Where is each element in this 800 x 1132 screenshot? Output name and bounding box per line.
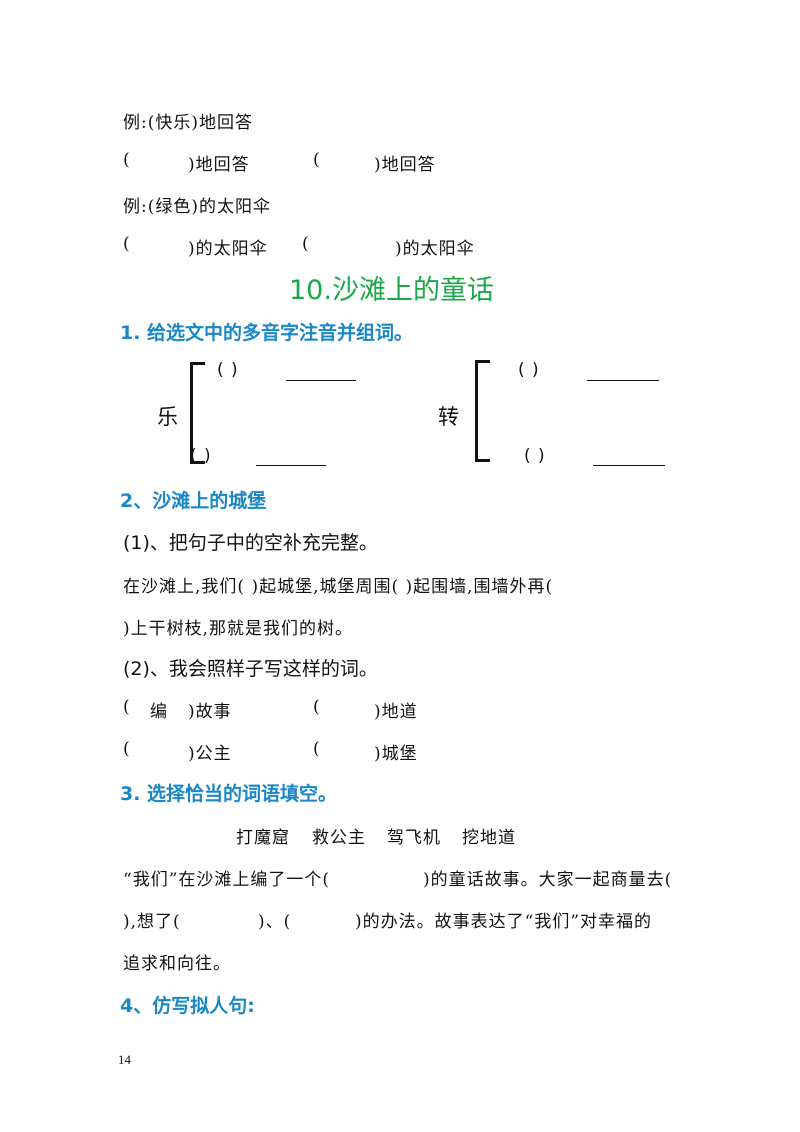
question-3-heading: 3. 选择恰当的词语填空。 — [120, 783, 338, 805]
fill-sentence: “我们”在沙滩上编了一个( — [123, 870, 331, 890]
blank-open: ( — [123, 739, 131, 759]
word-option: 驾飞机 — [387, 828, 441, 848]
blank-open: ( — [313, 150, 321, 170]
blank-open: ( — [313, 697, 321, 717]
word-option: 救公主 — [312, 828, 366, 848]
word-blank — [593, 465, 665, 466]
word-option: 挖地道 — [462, 828, 516, 848]
blank-close-text: )公主 — [188, 744, 232, 764]
fill-sentence: )、( — [258, 912, 292, 932]
blank-close-text: )的太阳伞 — [395, 239, 475, 259]
pinyin-paren: ( ) — [518, 360, 540, 380]
page-number: 14 — [118, 1052, 131, 1067]
blank-close-text: )地道 — [374, 702, 418, 722]
pinyin-paren: ( ) — [217, 360, 239, 380]
pinyin-paren: ( ) — [524, 446, 546, 466]
blank-close-text: )的太阳伞 — [188, 239, 268, 259]
blank-close-text: )故事 — [188, 702, 232, 722]
fill-sentence: 追求和向往。 — [123, 954, 231, 974]
example-line-1: 例:(快乐)地回答 — [123, 113, 253, 133]
fill-sentence: )的童话故事。大家一起商量去( — [423, 870, 673, 890]
word-blank — [587, 380, 659, 381]
polyphone-char-1: 乐 — [157, 405, 178, 429]
blank-open: ( — [313, 739, 321, 759]
brace-left-1 — [190, 362, 205, 464]
word-option: 打魔窟 — [236, 828, 290, 848]
question-1-heading: 1. 给选文中的多音字注音并组词。 — [120, 322, 414, 344]
blank-open: ( — [123, 150, 131, 170]
brace-left-2 — [475, 360, 490, 462]
blank-close-text: )地回答 — [374, 155, 436, 175]
polyphone-char-2: 转 — [438, 405, 459, 429]
word-blank — [256, 465, 326, 466]
blank-close-text: )城堡 — [374, 744, 418, 764]
subquestion-2: (2)、我会照样子写这样的词。 — [123, 658, 378, 680]
question-4-heading: 4、仿写拟人句: — [120, 995, 255, 1017]
sentence-line: )上干树枝,那就是我们的树。 — [123, 619, 354, 639]
example-fill: 编 — [150, 702, 168, 722]
subquestion-1: (1)、把句子中的空补充完整。 — [123, 532, 378, 554]
blank-open: ( — [123, 234, 131, 254]
sentence-line: 在沙滩上,我们( )起城堡,城堡周围( )起围墙,围墙外再( — [123, 577, 554, 597]
fill-sentence: )的办法。故事表达了“我们”对幸福的 — [355, 912, 653, 932]
fill-sentence: ),想了( — [123, 912, 181, 932]
blank-close-text: )地回答 — [188, 155, 250, 175]
blank-open: ( — [302, 234, 310, 254]
lesson-title: 10.沙滩上的童话 — [289, 275, 494, 306]
example-line-2: 例:(绿色)的太阳伞 — [123, 197, 271, 217]
question-2-heading: 2、沙滩上的城堡 — [120, 490, 267, 512]
blank-open: ( — [123, 697, 131, 717]
pinyin-paren: ( ) — [190, 446, 212, 466]
word-blank — [286, 380, 356, 381]
